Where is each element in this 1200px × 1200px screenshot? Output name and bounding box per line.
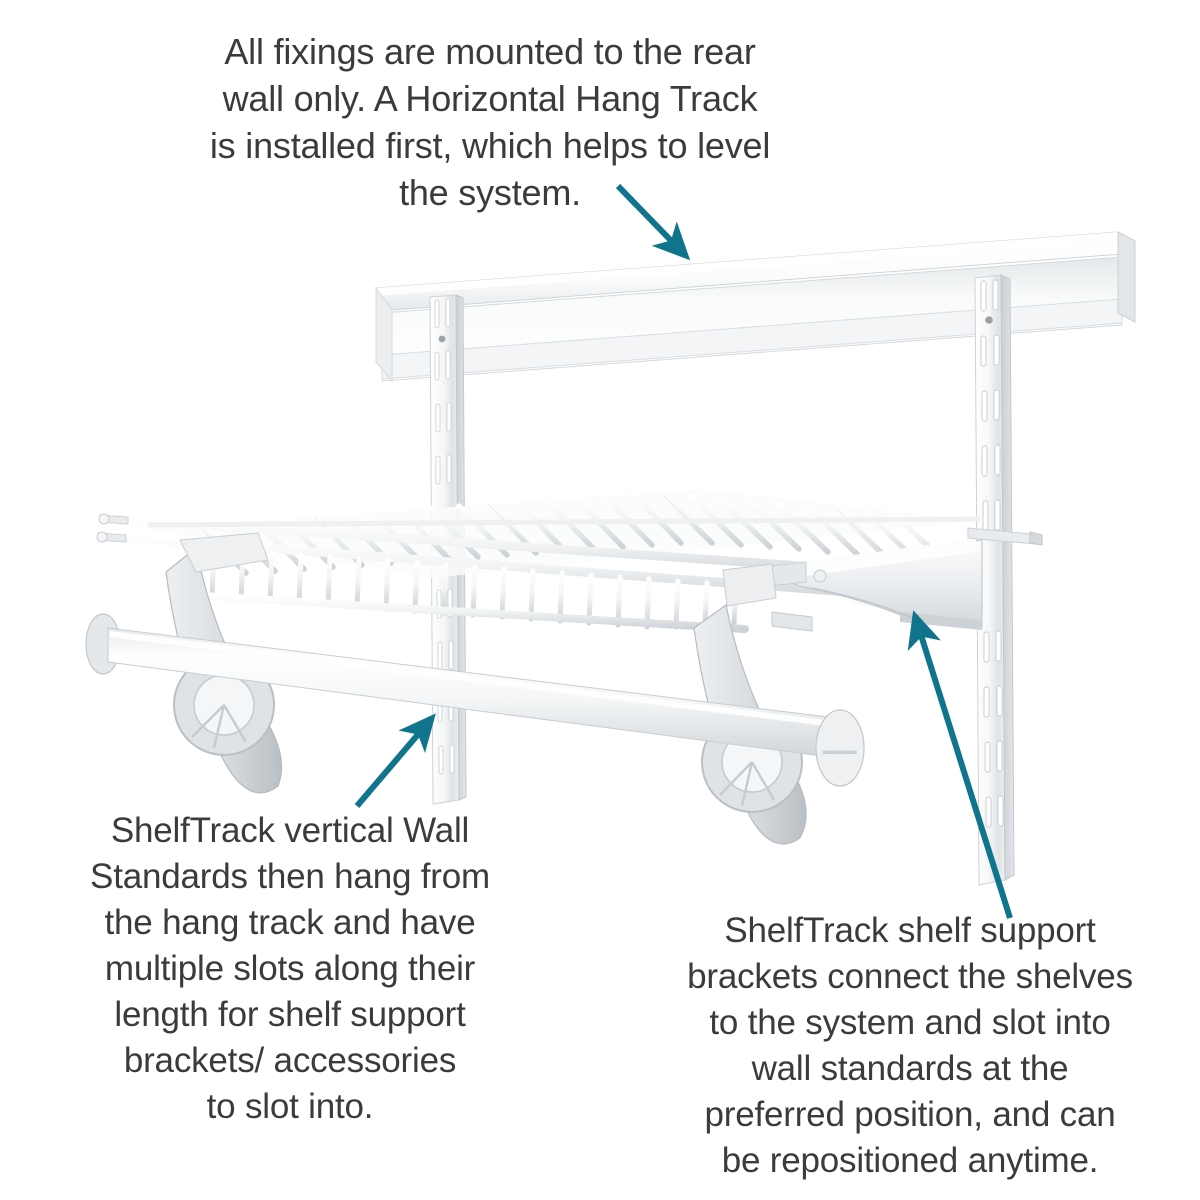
- shelf-support-bracket-left: [179, 532, 269, 573]
- hanging-rod-highlight: [109, 631, 851, 729]
- rod-collar-left-spokes: [191, 704, 248, 749]
- wall-standard-left-slots: [434, 298, 455, 775]
- rod-end-cap-logo: ▬▬▬: [823, 745, 858, 757]
- shelf-front-hem-rail: [200, 592, 749, 633]
- shelf-clip-center-tab: [771, 611, 813, 632]
- wall-standard-right-screw-hole: [985, 316, 993, 324]
- bracket-right-pin: [813, 569, 827, 583]
- wall-standards-note: ShelfTrack vertical Wall Standards then …: [90, 811, 490, 1126]
- hang-track-note: All fixings are mounted to the rear wall…: [209, 31, 771, 213]
- shelf-left-end-caps: [96, 513, 129, 543]
- shelf-support-bracket-left-group: [179, 532, 269, 573]
- shelf-brackets-note: ShelfTrack shelf support brackets connec…: [687, 911, 1133, 1180]
- rod-end-cap: [815, 709, 865, 787]
- bracket-right-contour: [811, 587, 913, 619]
- hang-track-lower-lip: [381, 298, 1123, 380]
- shelf-support-bracket-center-group: [722, 563, 813, 632]
- rod-collar-right-spokes: [719, 761, 776, 807]
- shelf-right-end-caps: [967, 527, 1043, 546]
- bracket-right-top-highlight: [768, 539, 976, 578]
- hanging-rod-group: ▬▬▬: [85, 613, 865, 787]
- horizontal-hang-track-group: [375, 231, 1136, 383]
- wall-standard-left-screw-hole: [438, 335, 446, 343]
- hang-track-end-cap: [1117, 231, 1136, 323]
- hang-track-highlight: [376, 232, 1118, 296]
- shelf-back-rail: [147, 516, 981, 528]
- shelf-clip-center: [722, 563, 777, 607]
- hang-track-left-edge: [375, 286, 393, 383]
- ventilated-wire-shelf-group: [96, 489, 1043, 633]
